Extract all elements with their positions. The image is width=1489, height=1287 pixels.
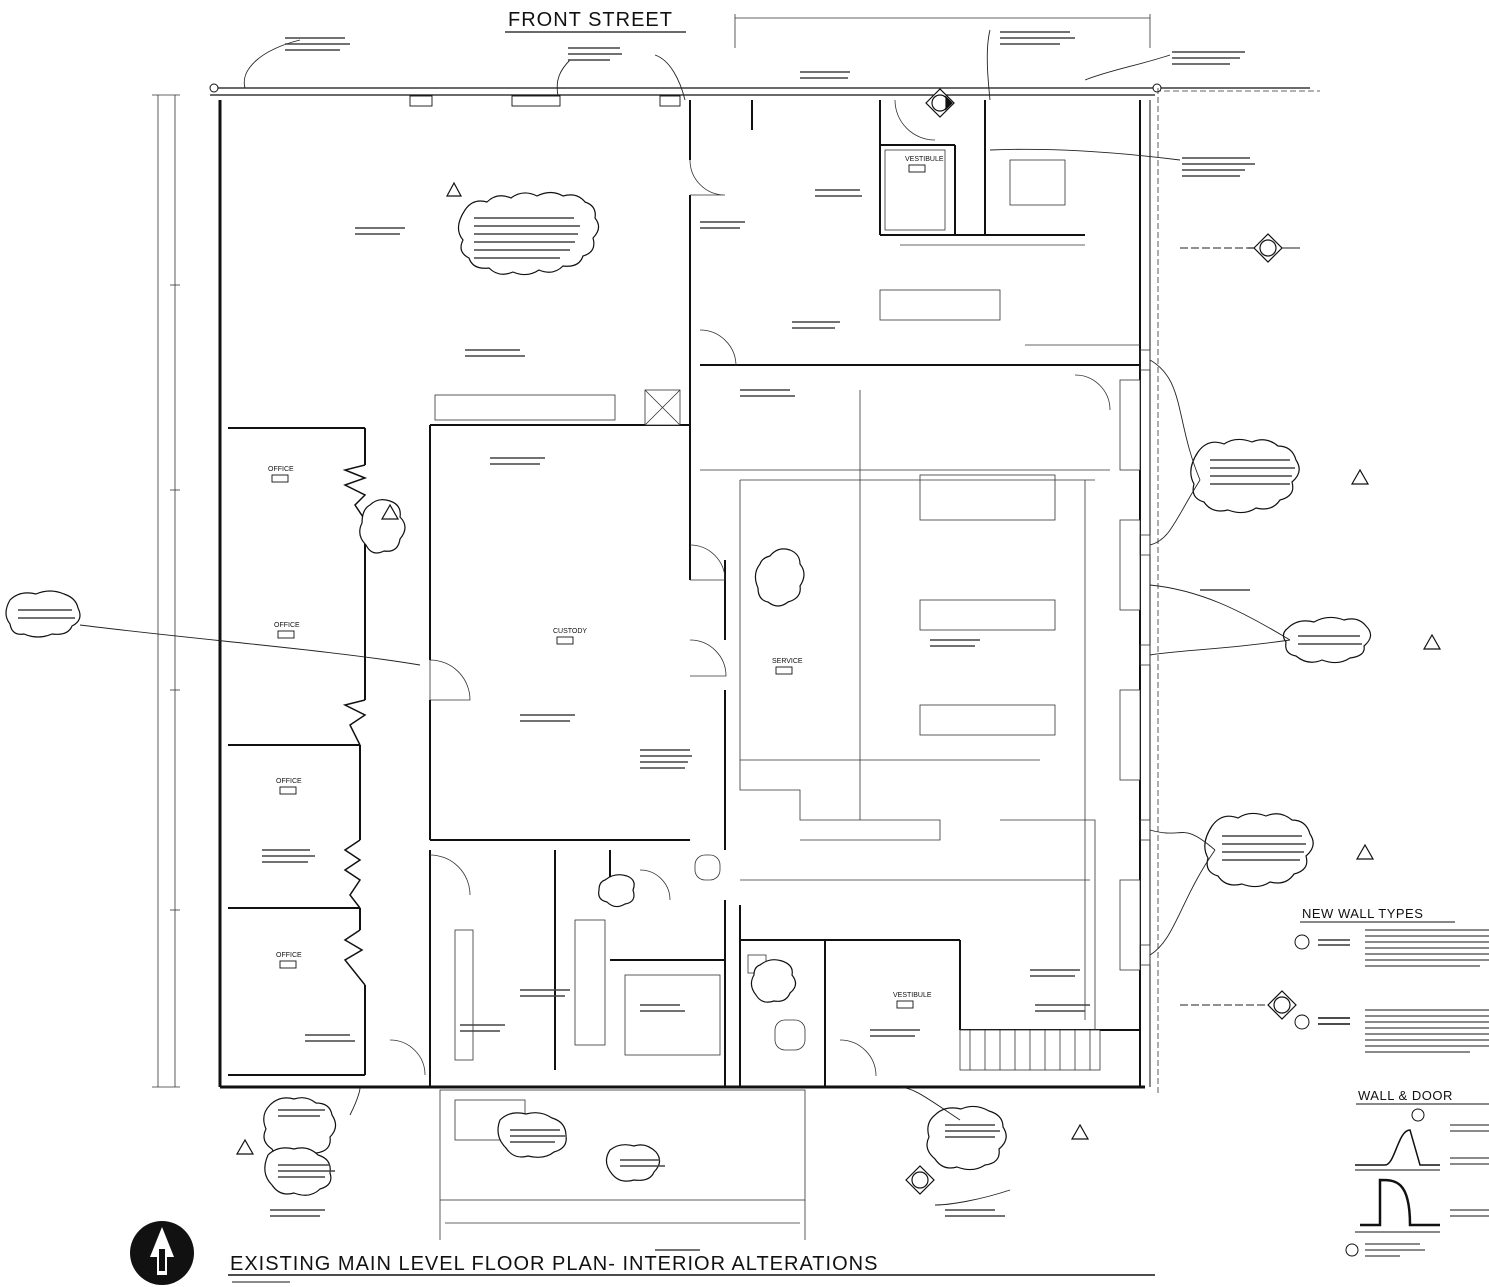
plan-title: EXISTING MAIN LEVEL FLOOR PLAN- INTERIOR… xyxy=(230,1253,878,1275)
revision-delta-icon xyxy=(235,181,1442,1155)
wall-door-title: WALL & DOOR xyxy=(1358,1088,1453,1103)
room-number-tag xyxy=(908,164,926,173)
wall-types-legend: NEW WALL TYPES WALL & DOOR xyxy=(1294,906,1489,1257)
room-label: VESTIBULE xyxy=(905,156,944,163)
room-label: OFFICE xyxy=(276,952,302,959)
room-number-tag xyxy=(271,474,289,483)
room-number-tag xyxy=(279,786,297,795)
room-number-tag xyxy=(896,1000,914,1009)
wall-types-title: NEW WALL TYPES xyxy=(1302,906,1423,921)
room-labels: OFFICE OFFICE OFFICE OFFICE CUSTODY VESTIBULE… xyxy=(268,156,944,1009)
room-number-tag xyxy=(775,666,793,675)
room-label: OFFICE xyxy=(276,778,302,785)
room-label: OFFICE xyxy=(274,622,300,629)
room-number-tag xyxy=(277,630,295,639)
room-label: OFFICE xyxy=(268,466,294,473)
annotation-notes xyxy=(18,31,1362,1251)
room-number-tag xyxy=(279,960,297,969)
room-label: SERVICE xyxy=(772,658,803,665)
room-number-tag xyxy=(556,636,574,645)
north-arrow-icon xyxy=(130,1221,194,1285)
room-label: CUSTODY xyxy=(553,628,587,635)
section-marker-icon xyxy=(905,88,1297,1195)
street-label: FRONT STREET xyxy=(508,9,673,31)
room-label: VESTIBULE xyxy=(893,992,932,999)
